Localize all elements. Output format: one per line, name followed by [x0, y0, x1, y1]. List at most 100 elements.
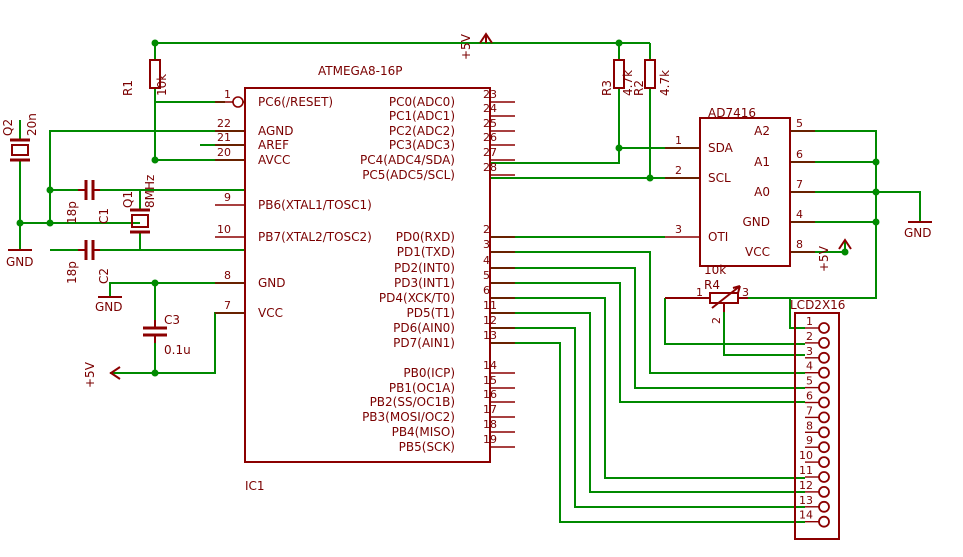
lcd-pin-circle — [818, 441, 830, 454]
ic1-pin-label: PB0(ICP) — [403, 366, 455, 380]
r4-pin1: 1 — [696, 286, 703, 299]
ic1-pin-number: 11 — [483, 299, 497, 312]
lcd-pin-circle — [818, 322, 830, 334]
lcd-pin-circle — [818, 456, 830, 469]
crystal-q2: Q2 20n — [1, 113, 39, 162]
ic1-atmega8: ATMEGA8-16P IC1 1PC6(/RESET)22AGND21AREF… — [215, 64, 515, 493]
lcd-pin-circle — [818, 515, 830, 528]
ic1-pin-number: 21 — [217, 131, 231, 144]
c3-value: 0.1u — [164, 343, 191, 357]
resistor-r2: R2 4.7k — [632, 59, 672, 96]
crystal-q1: Q1 8MHz — [121, 175, 157, 234]
ic1-pin-label: PB5(SCK) — [399, 440, 455, 454]
r1-value: 10k — [155, 74, 169, 96]
ad7416-pin-number: 3 — [675, 223, 682, 236]
ic1-pin-number: 3 — [483, 238, 490, 251]
q2-name: Q2 — [1, 119, 15, 136]
ic1-value: ATMEGA8-16P — [318, 64, 403, 78]
ground-mid: GND — [95, 296, 123, 314]
lcd-pin-number: 3 — [806, 345, 813, 358]
ic1-pin-label: PB4(MISO) — [392, 425, 455, 439]
lcd-pin-number: 9 — [806, 434, 813, 447]
ad7416-pin-label: SCL — [708, 171, 731, 185]
ad7416-pin-label: A0 — [754, 185, 770, 199]
lcd-pin-circle — [818, 485, 830, 498]
lcd-pin-number: 10 — [799, 449, 813, 462]
lcd-pin-circle — [818, 381, 830, 394]
resistor-r1: R1 10k — [121, 59, 169, 96]
ic1-pin-label: PB1(OC1A) — [389, 381, 455, 395]
ic1-pin-number: 25 — [483, 117, 497, 130]
r4-name: R4 — [704, 278, 720, 292]
ic1-pin-number: 1 — [224, 88, 231, 101]
lcd-pin-number: 13 — [799, 494, 813, 507]
ic1-pin-label: PB7(XTAL2/TOSC2) — [258, 230, 372, 244]
ic1-pin-label: PC0(ADC0) — [389, 95, 455, 109]
ic1-pin-label: PD4(XCK/T0) — [379, 291, 455, 305]
lcd-pin-number: 5 — [806, 375, 813, 388]
ic1-pin-number: 6 — [483, 284, 490, 297]
ic1-pin-label: GND — [258, 276, 286, 290]
ic1-pin-label: PC6(/RESET) — [258, 95, 333, 109]
ground-right: GND — [904, 221, 932, 240]
lcd-pin-circle — [818, 351, 830, 364]
ic1-pin-number: 5 — [483, 269, 490, 282]
lcd-pin-circle — [818, 366, 830, 379]
r4-pin2: 2 — [710, 317, 723, 324]
ic1-pin-number: 15 — [483, 374, 497, 387]
c2-name: C2 — [97, 268, 111, 284]
ic1-pin-label: PD2(INT0) — [394, 261, 455, 275]
ic1-pin-label: PD5(T1) — [407, 306, 455, 320]
lcd-pin-number: 2 — [806, 330, 813, 343]
potentiometer-r4: R4 10k 1 3 2 — [665, 263, 749, 324]
ic1-pin-label: VCC — [258, 306, 283, 320]
ic1-pin-number: 2 — [483, 223, 490, 236]
ic1-pin-label: PB2(SS/OC1B) — [370, 395, 455, 409]
supply-left-label: +5V — [83, 361, 97, 388]
lcd-pin-circle — [818, 336, 830, 349]
lcd-pin-number: 7 — [806, 404, 813, 417]
ic1-pin-label: PC3(ADC3) — [389, 138, 455, 152]
lcd-pin-number: 11 — [799, 464, 813, 477]
ic1-pin-number: 9 — [224, 191, 231, 204]
ic1-pin-number: 19 — [483, 433, 497, 446]
ic1-pin-number: 17 — [483, 403, 497, 416]
q1-value: 8MHz — [143, 175, 157, 208]
lcd-pin-number: 12 — [799, 479, 813, 492]
ground-right-label: GND — [904, 226, 932, 240]
q2-value: 20n — [25, 113, 39, 136]
c2-value: 18p — [65, 261, 79, 284]
ic1-pin-label: PC4(ADC4/SDA) — [360, 153, 455, 167]
supply-ad7416: +5V — [817, 238, 852, 272]
lcd-pin-circle — [818, 411, 830, 424]
ad7416-pin-label: SDA — [708, 141, 734, 155]
ad7416-pin-label: A1 — [754, 155, 770, 169]
ic1-pin-label: PC2(ADC2) — [389, 124, 455, 138]
ad7416-pin-number: 8 — [796, 238, 803, 251]
ad7416-pin-label: OTI — [708, 230, 728, 244]
ic1-pin-number: 23 — [483, 88, 497, 101]
ic1-pin-number: 27 — [483, 146, 497, 159]
ad7416-pin-label: A2 — [754, 124, 770, 138]
ic1-pin-number: 7 — [224, 299, 231, 312]
ad7416-pin-label: GND — [742, 215, 770, 229]
ic1-pin-number: 16 — [483, 388, 497, 401]
c3-name: C3 — [164, 313, 180, 327]
lcd-pin-number: 14 — [799, 509, 813, 522]
supply-top-label: +5V — [459, 33, 473, 60]
ic1-pin-label: PD3(INT1) — [394, 276, 455, 290]
r4-pin3: 3 — [742, 286, 749, 299]
ic1-pin-number: 12 — [483, 314, 497, 327]
ic1-name: IC1 — [245, 479, 265, 493]
junctions — [16, 39, 880, 377]
lcd-pin-circle — [818, 500, 830, 513]
ic1-pin-label: PD0(RXD) — [396, 230, 455, 244]
r1-name: R1 — [121, 80, 135, 96]
ic1-pin-label: PC1(ADC1) — [389, 109, 455, 123]
